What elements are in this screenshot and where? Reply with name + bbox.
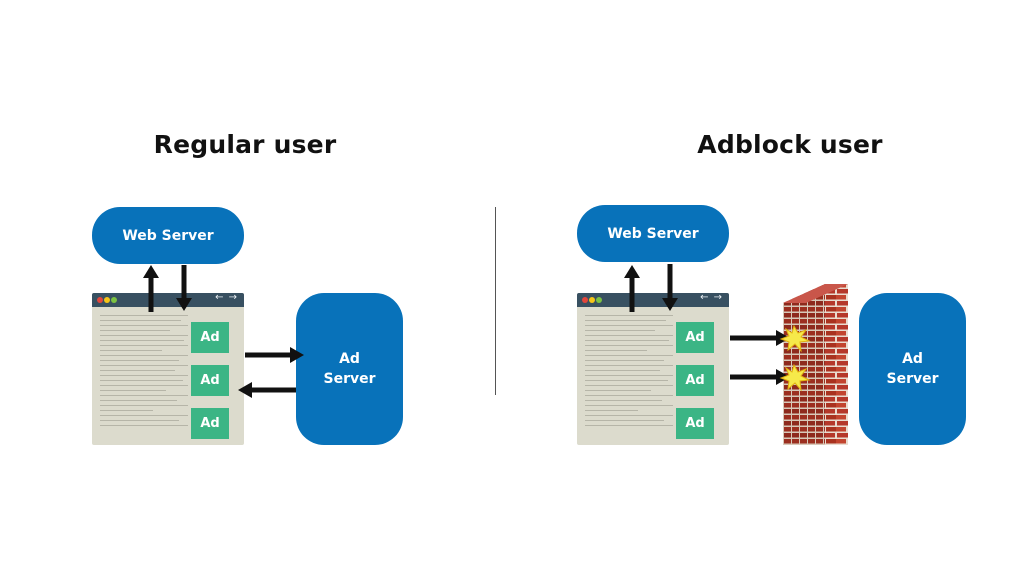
- ad-request-arrow-left: [245, 347, 304, 363]
- impact-spark-icons: [779, 324, 811, 392]
- request-arrow-up-left: [143, 265, 159, 312]
- ad-server-left: Ad Server: [296, 293, 403, 445]
- impact-spark-icon: [779, 324, 811, 353]
- maximize-dot-icon: [111, 297, 117, 303]
- response-arrow-down-right: [662, 264, 678, 311]
- page-text-lines: [585, 315, 673, 430]
- panel-divider: [495, 207, 496, 395]
- web-server-label: Web Server: [122, 227, 214, 244]
- ad-server-label-line2: Server: [886, 371, 939, 387]
- maximize-dot-icon: [596, 297, 602, 303]
- ad-slot: Ad: [676, 408, 714, 439]
- response-arrow-down-left: [176, 265, 192, 311]
- arrows: [143, 264, 790, 398]
- ad-server-label-line1: Ad: [339, 351, 360, 367]
- minimize-dot-icon: [589, 297, 595, 303]
- nav-arrows-icon: ← →: [700, 293, 723, 303]
- ad-slot: Ad: [191, 408, 229, 439]
- ad-server-right: Ad Server: [859, 293, 966, 445]
- blocked-ad-arrow-2: [730, 369, 790, 385]
- blocked-ad-arrow-1: [730, 330, 790, 346]
- page-text-lines: [100, 315, 188, 430]
- ad-slot: Ad: [676, 322, 714, 353]
- close-dot-icon: [97, 297, 103, 303]
- ad-response-arrow-left: [238, 382, 296, 398]
- browser-window-left: ← → Ad Ad Ad: [92, 293, 244, 445]
- ad-server-label-line1: Ad: [902, 351, 923, 367]
- browser-title-bar: ← →: [92, 293, 244, 307]
- ad-slot: Ad: [191, 365, 229, 396]
- impact-spark-icon: [779, 363, 811, 392]
- web-server-right: Web Server: [577, 205, 729, 262]
- browser-title-bar: ← →: [577, 293, 729, 307]
- ad-slot: Ad: [191, 322, 229, 353]
- web-server-left: Web Server: [92, 207, 244, 264]
- web-server-label: Web Server: [607, 225, 699, 242]
- regular-user-title: Regular user: [153, 130, 337, 159]
- request-arrow-up-right: [624, 265, 640, 312]
- minimize-dot-icon: [104, 297, 110, 303]
- ad-server-label-line2: Server: [323, 371, 376, 387]
- adblock-user-title: Adblock user: [697, 130, 883, 159]
- close-dot-icon: [582, 297, 588, 303]
- browser-window-right: ← → Ad Ad Ad: [577, 293, 729, 445]
- brick-wall: [783, 284, 848, 445]
- nav-arrows-icon: ← →: [215, 293, 238, 303]
- ad-slot: Ad: [676, 365, 714, 396]
